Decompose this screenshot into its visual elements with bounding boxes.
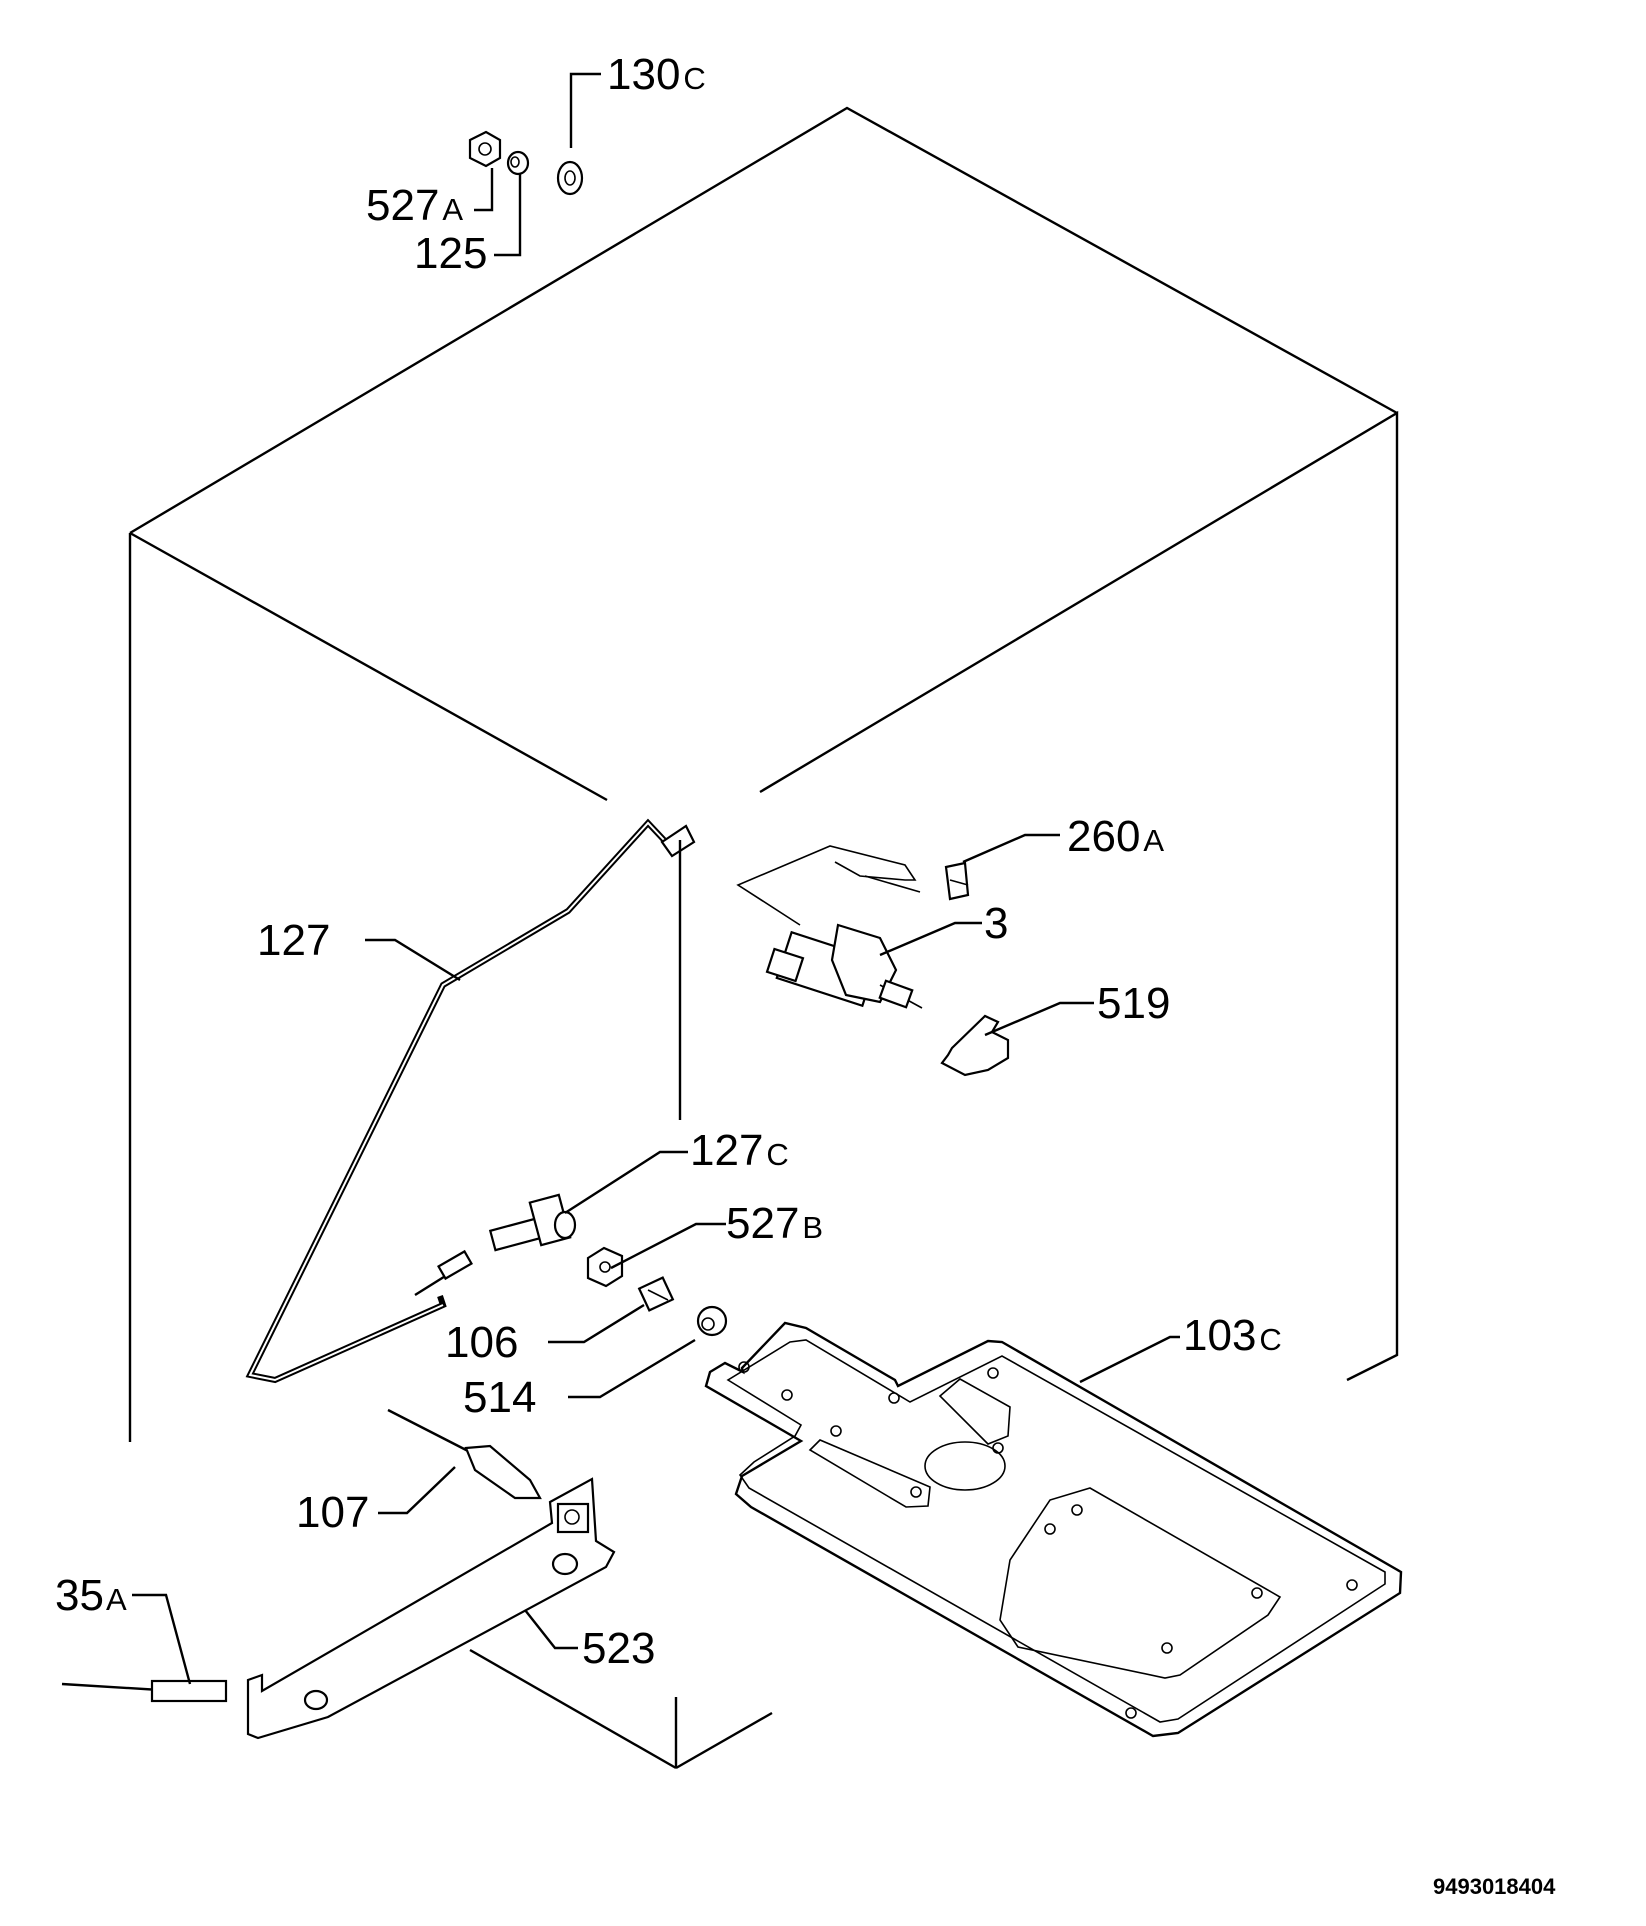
part-130c-washer: [556, 160, 584, 196]
callout-3: 3: [984, 899, 1008, 948]
part-35a-electrode: [61, 1679, 228, 1703]
callout-519: 519: [1097, 979, 1170, 1028]
part-260a-clip: [944, 861, 970, 901]
part-106-injector: [637, 1276, 675, 1312]
callout-125: 125: [414, 229, 487, 278]
callout-260a: 260A: [1067, 812, 1164, 861]
callout-103c: 103C: [1183, 1311, 1282, 1360]
part-523-bracket: [246, 1477, 616, 1740]
part-519-plate: [940, 1014, 1010, 1077]
callout-127c: 127C: [690, 1126, 789, 1175]
cabinet-outline: [128, 106, 1399, 1770]
plate-holes: [738, 1361, 1358, 1719]
document-number: 9493018404: [1433, 1874, 1556, 1899]
part-127-pipe: [245, 818, 696, 1384]
callout-527b: 527B: [726, 1199, 823, 1248]
callout-107: 107: [296, 1488, 369, 1537]
part-125-ferrule: [506, 150, 530, 176]
pipe-end-fitting: [414, 1249, 473, 1297]
part-527a-nut: [468, 130, 502, 168]
callout-106: 106: [445, 1318, 518, 1367]
callout-35a: 35A: [55, 1571, 127, 1620]
part-127c-elbow: [488, 1193, 577, 1252]
callout-523: 523: [582, 1624, 655, 1673]
callout-527a: 527A: [366, 181, 463, 230]
part-514-bushing: [696, 1305, 728, 1337]
callout-130c: 130C: [607, 50, 706, 99]
part-103c-burner-plate: [704, 1321, 1403, 1738]
part-107-thermocouple: [387, 1408, 542, 1500]
part-3-gas-valve: [736, 845, 923, 1009]
part-527b-nut: [586, 1246, 624, 1288]
leader-lines: [132, 72, 1180, 1685]
callout-514: 514: [463, 1373, 536, 1422]
callout-127: 127: [257, 916, 330, 965]
